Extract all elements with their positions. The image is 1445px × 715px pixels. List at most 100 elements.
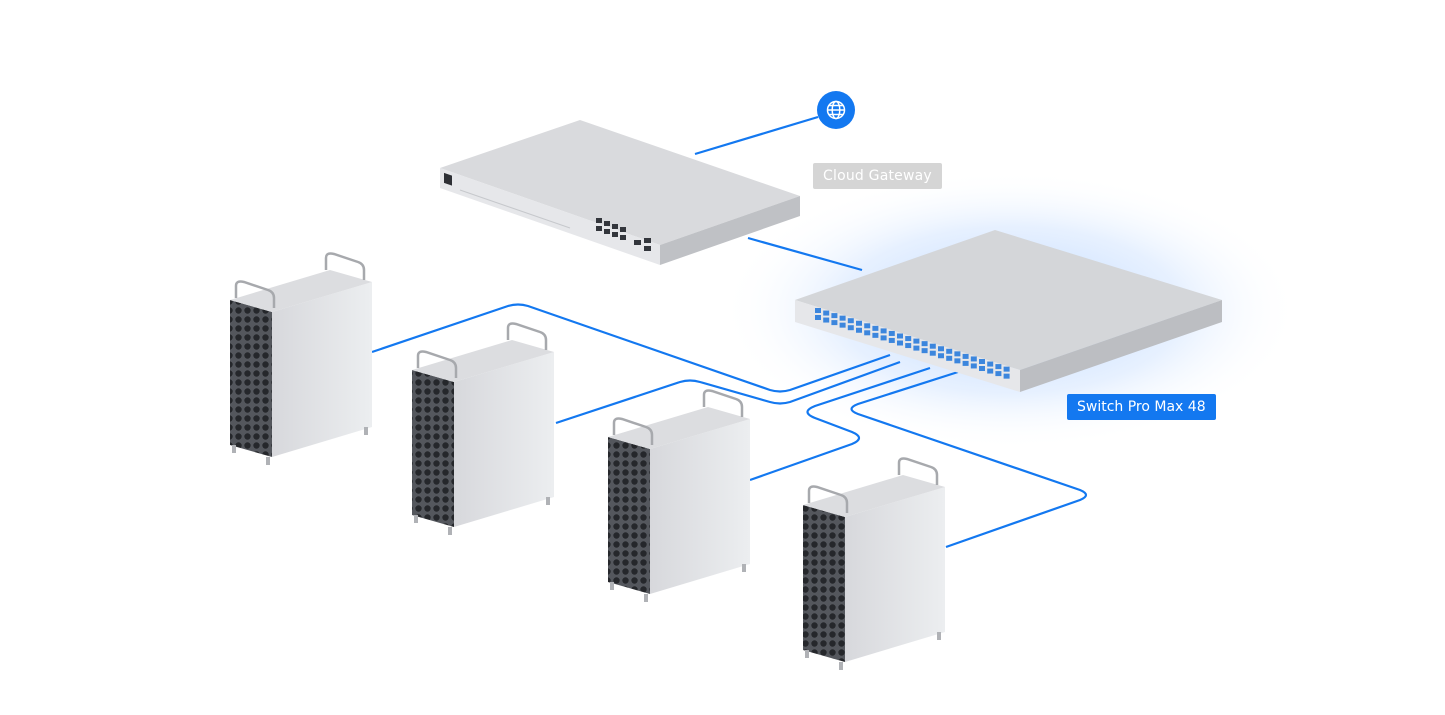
switch-port (847, 325, 854, 331)
switch-port (913, 338, 920, 344)
server-handle (612, 417, 654, 445)
switch-port (929, 343, 936, 349)
link-switch-server-4 (850, 370, 1088, 549)
link-gateway-switch (747, 236, 863, 272)
switch-port (987, 368, 994, 374)
network-links (371, 115, 1088, 549)
switch-port (954, 351, 961, 357)
switch-port (995, 364, 1002, 370)
server-top (412, 340, 554, 382)
server-tower (412, 322, 554, 535)
switch-port (905, 336, 912, 342)
server-foot (364, 427, 368, 435)
server-handle (234, 280, 276, 308)
switch-port (888, 337, 895, 343)
switch-port (962, 360, 969, 366)
switch-port (839, 322, 846, 328)
gateway-side (660, 196, 800, 265)
switch-port (823, 317, 830, 323)
cloud-gateway-label: Cloud Gateway (813, 163, 942, 189)
gateway-ports (596, 218, 651, 251)
switch-port (979, 359, 985, 364)
switch-side (1020, 300, 1222, 392)
server-side (454, 352, 554, 527)
switch-port (864, 323, 871, 329)
switch-port (979, 366, 985, 371)
switch-port (897, 340, 903, 346)
server-tower (230, 252, 372, 465)
link-switch-server-1 (371, 303, 891, 393)
internet-node (817, 91, 855, 129)
link-switch-server-2 (555, 360, 901, 425)
switch-port (913, 345, 920, 351)
switch-port (946, 348, 953, 354)
switch-port (839, 315, 846, 321)
switch-port (954, 358, 961, 364)
switch-port (880, 328, 887, 334)
server-foot (448, 527, 452, 535)
switch-port (897, 333, 903, 339)
server-foot (610, 582, 614, 590)
switch-port (864, 330, 871, 336)
switch-port (856, 327, 862, 333)
switch-port (938, 353, 944, 359)
link-switch-server-3 (749, 366, 931, 482)
server-foot (546, 497, 550, 505)
server-side (650, 419, 750, 594)
server-grille (803, 505, 845, 662)
server-foot (266, 457, 270, 465)
server-foot (644, 594, 648, 602)
switch-device (795, 230, 1222, 392)
switch-port (921, 341, 928, 347)
server-side (272, 282, 372, 457)
server-foot (742, 564, 746, 572)
switch-port (938, 346, 944, 352)
server-foot (839, 662, 843, 670)
switch-port (929, 350, 936, 356)
server-handle (897, 457, 939, 485)
switch-label: Switch Pro Max 48 (1067, 394, 1216, 420)
server-foot (414, 515, 418, 523)
server-top (803, 475, 945, 517)
server-handle (702, 389, 744, 417)
server-handle (807, 485, 849, 513)
server-handle (324, 252, 366, 280)
server-tower (803, 457, 945, 670)
gateway-top (440, 120, 800, 245)
gateway-power-port (444, 172, 452, 186)
switch-top (795, 230, 1222, 370)
switch-port (815, 315, 821, 320)
switch-port (872, 325, 879, 331)
switch-port (872, 332, 879, 338)
server-foot (805, 650, 809, 658)
switch-port (888, 330, 895, 336)
switch-ports (815, 308, 1010, 379)
switch-port (987, 361, 994, 367)
switch-port (847, 318, 854, 324)
switch-port (970, 363, 977, 369)
switch-port (1003, 366, 1010, 372)
server-foot (232, 445, 236, 453)
server-handle (506, 322, 548, 350)
switch-port (856, 320, 862, 326)
switch-port (880, 335, 887, 341)
server-top (608, 407, 750, 449)
gateway-front (440, 168, 660, 265)
switch-port (970, 356, 977, 362)
server-top (230, 270, 372, 312)
switch-port (1003, 373, 1010, 379)
server-side (845, 487, 945, 662)
server-tower (608, 389, 750, 602)
switch-port (995, 371, 1002, 377)
switch-port (921, 348, 928, 354)
server-grille (608, 437, 650, 594)
server-handle (416, 350, 458, 378)
switch-port (831, 313, 838, 319)
switch-port (905, 343, 912, 349)
switch-port (831, 320, 838, 326)
server-grille (230, 300, 272, 457)
link-internet-gateway (694, 115, 819, 156)
server-grille (412, 370, 454, 527)
server-foot (937, 632, 941, 640)
